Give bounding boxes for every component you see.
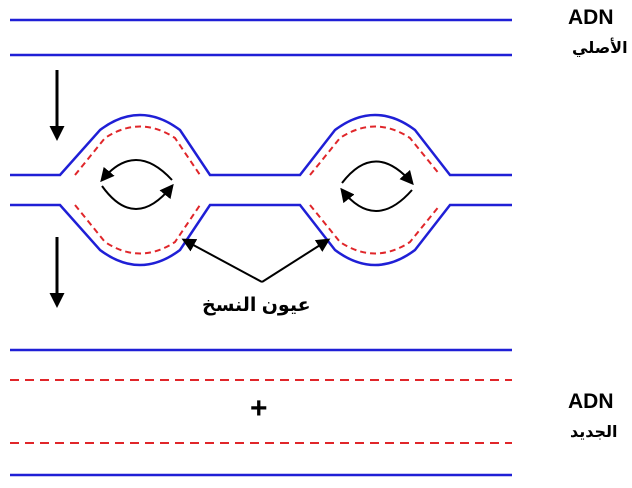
bubble1-curved-arrow-bottom <box>101 183 174 210</box>
bubble2-new-strand-top <box>309 125 441 176</box>
plus-sign: + <box>250 392 268 425</box>
new-dna-code-label: ADN <box>568 390 614 413</box>
replicating-top-parent-strand <box>10 113 512 177</box>
new-dna-word-label: الجديد <box>570 424 618 441</box>
pointer-arrow-left <box>181 238 263 283</box>
bubble1-curved-arrow-top <box>100 159 173 183</box>
bubble2-new-strand-bottom <box>309 204 441 255</box>
original-dna-code-label: ADN <box>568 6 614 29</box>
replication-eyes-label: عيون النسخ <box>202 295 311 316</box>
bubble2-curved-arrow-bottom <box>340 187 413 212</box>
pointer-arrow-right <box>261 238 331 283</box>
replicating-bottom-parent-strand <box>10 203 512 267</box>
bubble1-new-strand-top <box>74 125 201 176</box>
original-dna-word-label: الأصلي <box>572 40 628 57</box>
bubble2-curved-arrow-top <box>341 160 414 186</box>
bubble1-new-strand-bottom <box>74 204 201 255</box>
